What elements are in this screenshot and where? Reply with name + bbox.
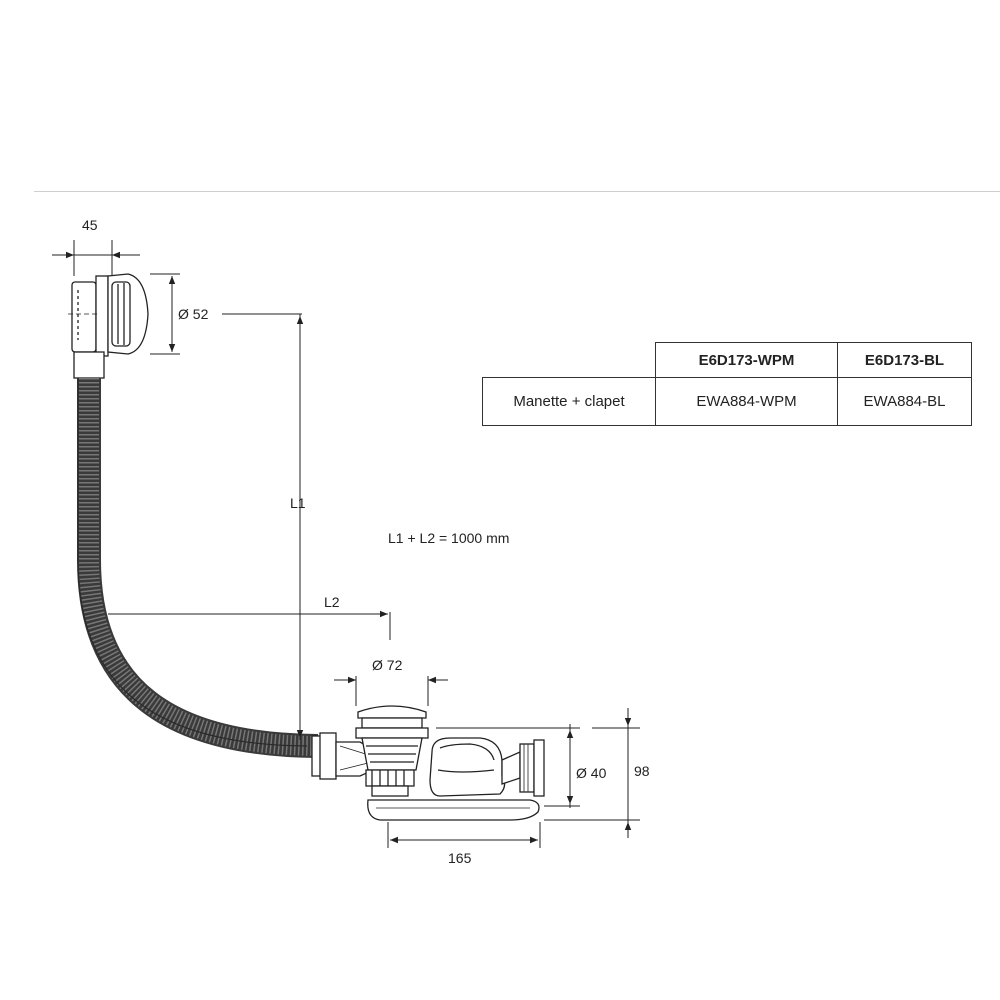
table-header-wpm: E6D173-WPM [655, 342, 838, 378]
dim-label-l2: L2 [324, 594, 340, 610]
overflow-head [68, 273, 149, 379]
table-header-bl: E6D173-BL [837, 342, 972, 378]
top-divider [34, 191, 1000, 192]
parts-reference-table: E6D173-WPM E6D173-BL Manette + clapet EW… [482, 342, 972, 426]
table-cell-bl: EWA884-BL [837, 377, 972, 426]
dimension-lines [52, 240, 640, 848]
dim-label-dia-40: Ø 40 [576, 765, 607, 781]
waste-plug [355, 705, 429, 797]
dim-label-98: 98 [634, 763, 650, 779]
siphon-trap [429, 737, 545, 797]
dim-label-dia-72: Ø 72 [372, 657, 403, 673]
table-row-label: Manette + clapet [482, 377, 656, 426]
flexible-hose [77, 378, 319, 758]
dim-label-165: 165 [448, 850, 472, 866]
length-formula: L1 + L2 = 1000 mm [388, 530, 509, 546]
dim-label-45: 45 [82, 217, 98, 233]
table-cell-wpm: EWA884-WPM [655, 377, 838, 426]
table-header-row: E6D173-WPM E6D173-BL [482, 342, 972, 378]
dim-label-l1: L1 [290, 495, 306, 511]
table-header-empty [482, 342, 656, 378]
base-plate [367, 799, 540, 821]
table-row: Manette + clapet EWA884-WPM EWA884-BL [482, 377, 972, 426]
dim-label-dia-52: Ø 52 [178, 306, 209, 322]
